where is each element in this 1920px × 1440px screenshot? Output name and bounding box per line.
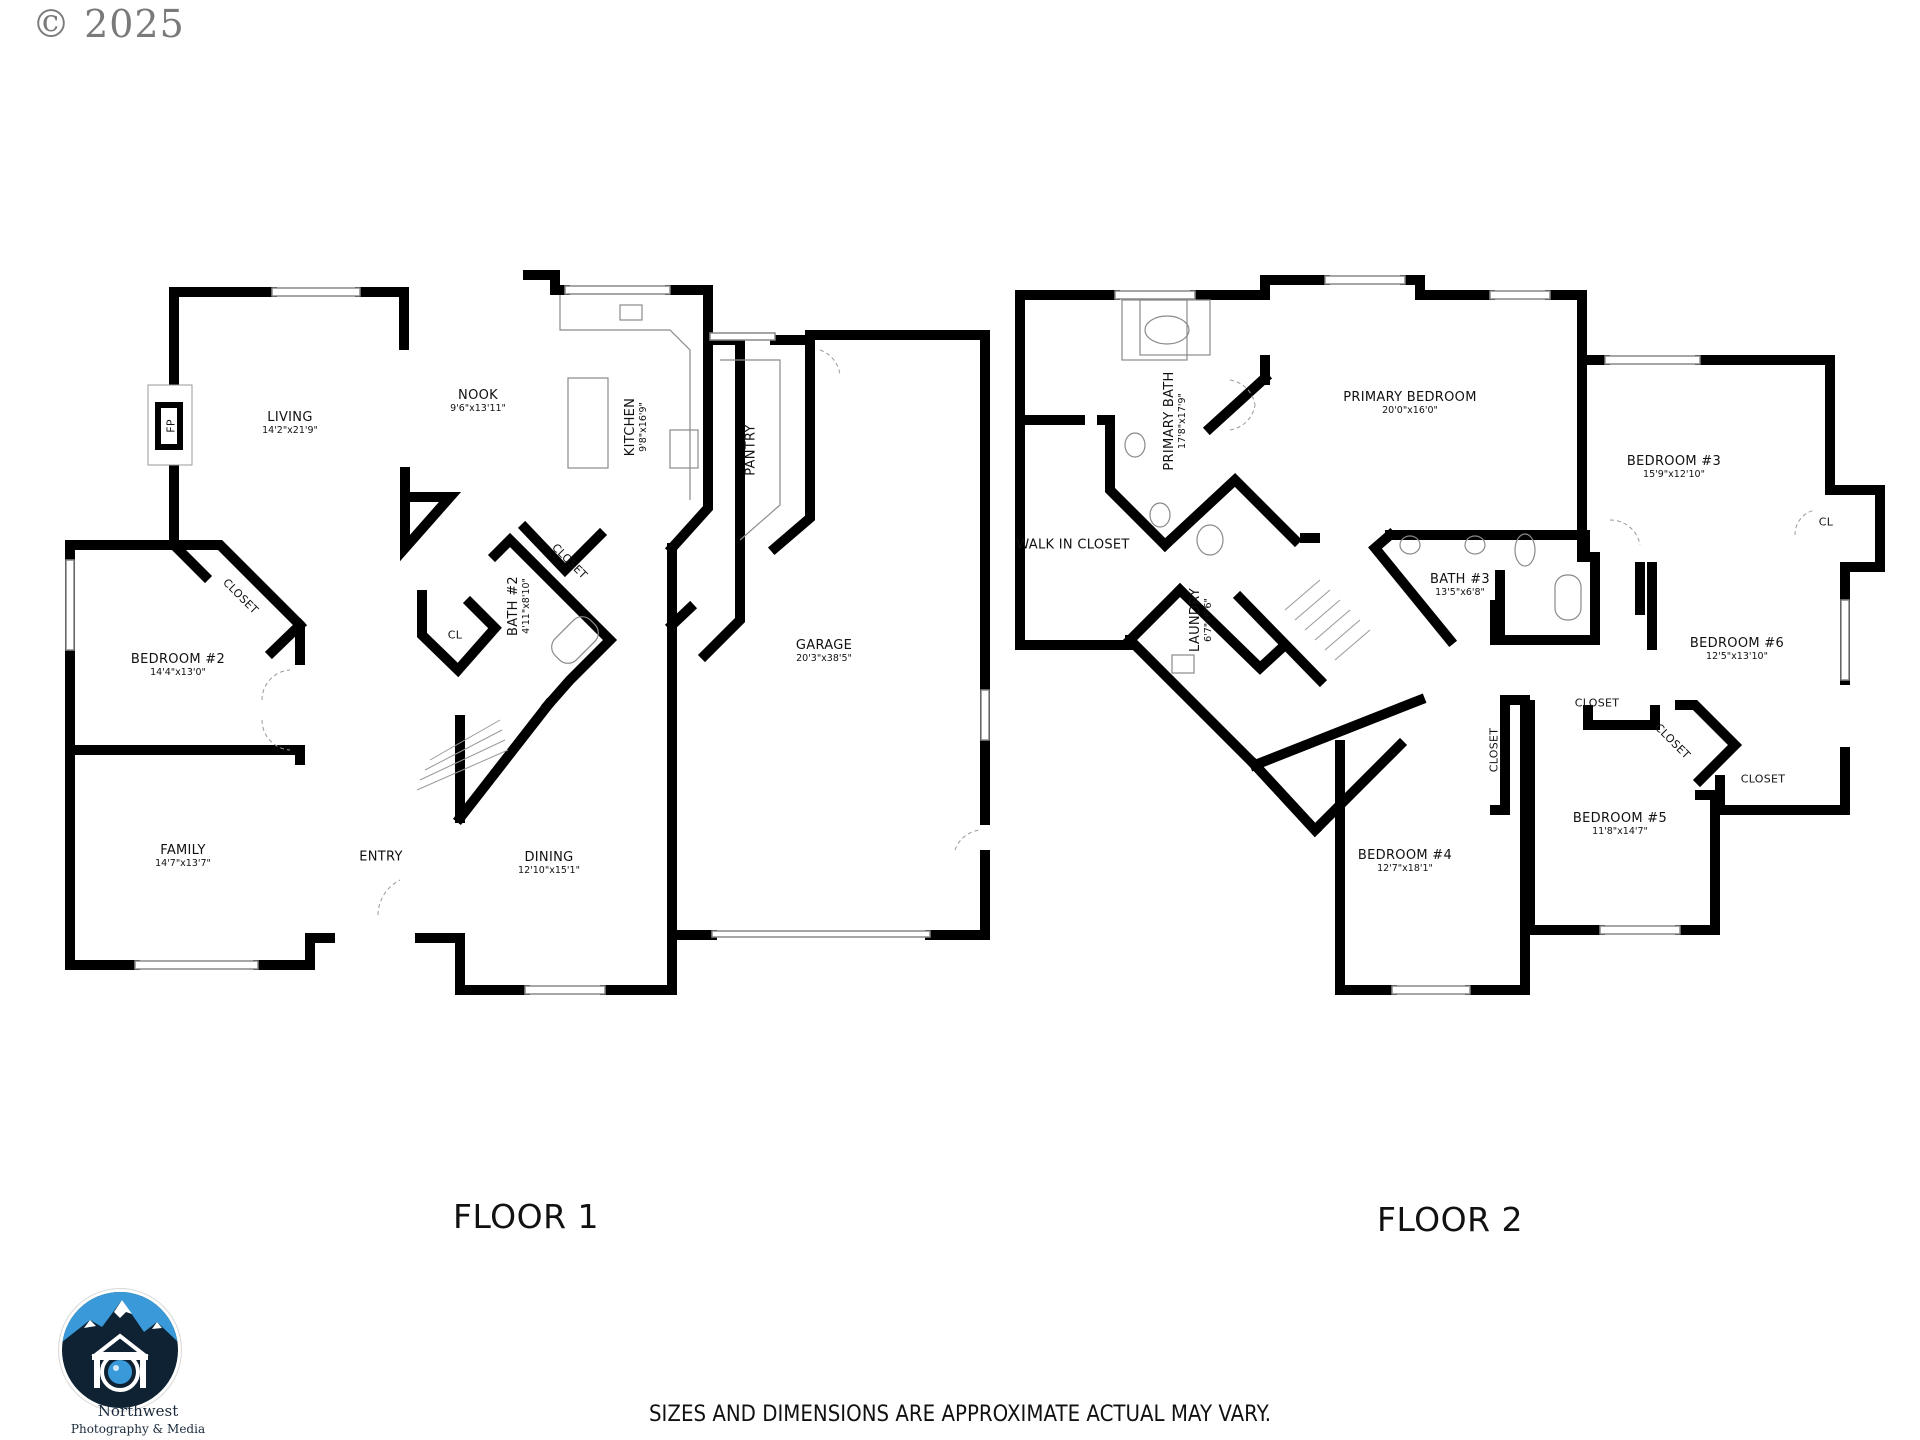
- room-dims: 9'8"x16'9": [638, 402, 650, 452]
- room-pantry: PANTRY: [743, 424, 760, 476]
- room-family: FAMILY 14'7"x13'7": [155, 843, 211, 870]
- room-bedroom-6: BEDROOM #6 12'5"x13'10": [1689, 636, 1785, 663]
- room-walk-in-closet: WALK IN CLOSET: [1016, 537, 1130, 554]
- room-name: FP: [164, 419, 178, 433]
- room-garage: GARAGE 20'3"x38'5": [795, 638, 853, 665]
- floor-1-label: FLOOR 1: [452, 1197, 600, 1236]
- room-name: BATH #2: [506, 576, 522, 636]
- room-living: LIVING 14'2"x21'9": [262, 410, 318, 437]
- room-dims: 20'3"x38'5": [796, 653, 852, 665]
- room-dims: 14'2"x21'9": [262, 425, 318, 437]
- room-dims: 12'10"x15'1": [518, 865, 580, 877]
- room-dims: 13'5"x6'8": [1435, 587, 1485, 599]
- mountain-camera-house-icon: [62, 1292, 178, 1408]
- room-name: BEDROOM #4: [1357, 848, 1453, 864]
- room-bedroom4-closet: CLOSET: [1487, 727, 1502, 773]
- room-primary-bath: PRIMARY BATH 17'8"x17'9": [1162, 371, 1189, 471]
- room-bedroom6-closet: CLOSET: [1740, 772, 1786, 787]
- room-dims: 9'6"x13'11": [450, 403, 506, 415]
- room-name: ENTRY: [359, 849, 403, 865]
- room-dims: 14'7"x13'7": [155, 858, 211, 870]
- room-name: KITCHEN: [623, 397, 639, 457]
- room-bedroom-4: BEDROOM #4 12'7"x18'1": [1357, 848, 1453, 875]
- room-hall-closet-1: CLOSET: [1574, 696, 1620, 711]
- room-dims: 6'7"x6'6": [1203, 598, 1215, 642]
- room-name: CL: [1818, 515, 1834, 529]
- room-primary-bedroom: PRIMARY BEDROOM 20'0"x16'0": [1343, 390, 1477, 417]
- room-nook: NOOK 9'6"x13'11": [450, 388, 506, 415]
- room-name: LAUNDRY: [1188, 588, 1204, 652]
- room-bedroom3-cl: CL: [1818, 515, 1834, 530]
- room-dims: 11'8"x14'7": [1592, 826, 1648, 838]
- brand-tagline: Photography & Media: [70, 1422, 206, 1436]
- room-name: BEDROOM #3: [1626, 454, 1722, 470]
- fireplace-label: FP: [164, 419, 179, 433]
- room-name: CL: [447, 628, 463, 642]
- room-name: PANTRY: [743, 424, 759, 476]
- room-name: DINING: [524, 850, 574, 866]
- room-entry: ENTRY: [359, 849, 403, 866]
- room-name: CLOSET: [1740, 772, 1786, 786]
- room-name: NOOK: [458, 388, 498, 404]
- room-name: WALK IN CLOSET: [1016, 537, 1130, 553]
- room-bath-2: BATH #2 4'11"x8'10": [506, 576, 533, 636]
- room-dims: 14'4"x13'0": [150, 667, 206, 679]
- room-name: CLOSET: [1574, 696, 1620, 710]
- room-dims: 15'9"x12'10": [1643, 469, 1705, 481]
- room-dims: 17'8"x17'9": [1177, 393, 1189, 449]
- room-name: PRIMARY BEDROOM: [1343, 390, 1477, 406]
- room-dims: 4'11"x8'10": [521, 578, 533, 634]
- copyright-watermark: © 2025: [32, 2, 185, 46]
- room-bedroom-3: BEDROOM #3 15'9"x12'10": [1626, 454, 1722, 481]
- room-dims: 12'7"x18'1": [1377, 863, 1433, 875]
- room-name: LIVING: [267, 410, 313, 426]
- floor-2-label: FLOOR 2: [1376, 1200, 1524, 1239]
- disclaimer-text: SIZES AND DIMENSIONS ARE APPROXIMATE ACT…: [648, 1402, 1272, 1427]
- room-cl: CL: [447, 628, 463, 643]
- room-name: BATH #3: [1430, 572, 1490, 588]
- room-name: FAMILY: [160, 843, 206, 859]
- room-bedroom-5: BEDROOM #5 11'8"x14'7": [1572, 811, 1668, 838]
- room-name: PRIMARY BATH: [1162, 371, 1178, 471]
- room-name: CLOSET: [1487, 727, 1501, 773]
- room-dims: 20'0"x16'0": [1382, 405, 1438, 417]
- room-dining: DINING 12'10"x15'1": [518, 850, 580, 877]
- room-laundry: LAUNDRY 6'7"x6'6": [1188, 588, 1215, 652]
- brand-name: Northwest: [97, 1402, 179, 1420]
- room-name: BEDROOM #6: [1689, 636, 1785, 652]
- room-name: GARAGE: [795, 638, 853, 654]
- room-name: BEDROOM #5: [1572, 811, 1668, 827]
- room-dims: 12'5"x13'10": [1706, 651, 1768, 663]
- room-name: BEDROOM #2: [130, 652, 226, 668]
- room-kitchen: KITCHEN 9'8"x16'9": [623, 397, 650, 457]
- room-bath-3: BATH #3 13'5"x6'8": [1430, 572, 1490, 599]
- room-bedroom-2: BEDROOM #2 14'4"x13'0": [130, 652, 226, 679]
